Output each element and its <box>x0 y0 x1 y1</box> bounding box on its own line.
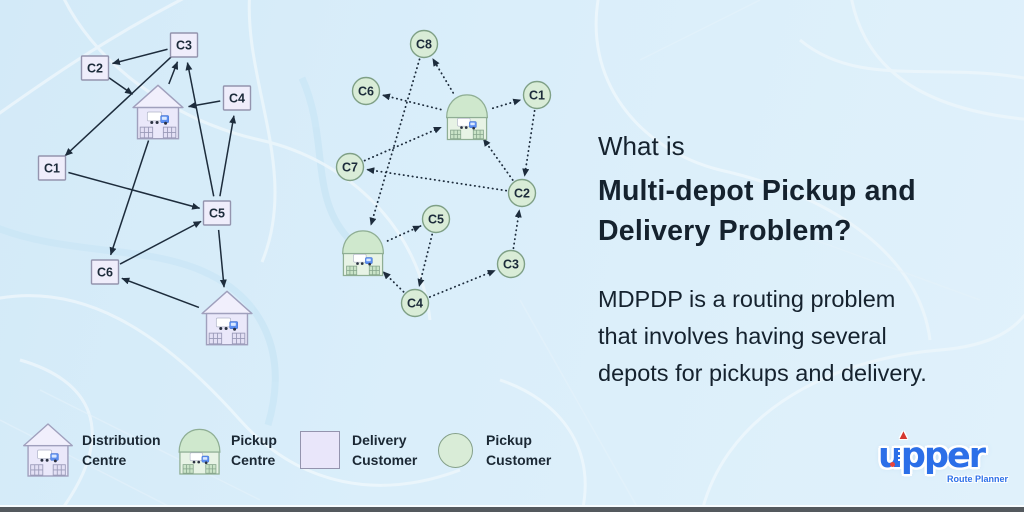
pickup-customer-node-C3 <box>496 249 526 279</box>
description-line: MDPDP is a routing problem <box>598 286 896 312</box>
legend-label-line: Pickup <box>231 432 277 448</box>
route-arrow-C1-C2 <box>522 109 536 178</box>
node-label-C6: C6 <box>358 85 374 99</box>
legend-item-pickup-customer: Pickup Customer <box>438 420 551 480</box>
legend-label-line: Customer <box>486 452 552 468</box>
node-label-C3: C3 <box>503 258 519 272</box>
route-arrow-C4-P2 <box>382 270 405 293</box>
node-label-C5: C5 <box>428 213 444 227</box>
upper-route-planner-logo[interactable]: ▲ upper Route Planner <box>878 427 1014 492</box>
node-label-C4: C4 <box>229 92 245 106</box>
route-arrow-C3-C2 <box>111 48 168 66</box>
route-arrow-C2-C7 <box>365 167 508 192</box>
legend-label: Pickup Customer <box>486 430 551 470</box>
node-label-C6: C6 <box>97 266 113 280</box>
route-arrow-C4-D1 <box>188 100 221 109</box>
legend-label-line: Distribution <box>82 432 161 448</box>
text-block: What is Multi-depot Pickup and Delivery … <box>598 130 1008 392</box>
navigation-arrow-icon: ▲ <box>897 427 910 442</box>
legend-label-line: Customer <box>352 452 418 468</box>
pickup-customer-node-C8 <box>409 29 439 59</box>
legend-label: Pickup Centre <box>231 430 277 470</box>
node-label-C8: C8 <box>416 38 432 52</box>
delivery-customer-node-C2 <box>80 55 110 81</box>
delivery-customer-node-C4 <box>222 85 252 111</box>
route-arrow-C5-D2 <box>217 229 227 288</box>
node-label-C2: C2 <box>514 187 530 201</box>
node-label-C1: C1 <box>529 89 545 103</box>
legend-label-line: Pickup <box>486 432 532 448</box>
legend-label: Distribution Centre <box>82 430 161 470</box>
pickup-centre-icon <box>176 425 223 476</box>
node-label-C7: C7 <box>342 161 358 175</box>
route-arrow-C4-C3 <box>428 269 497 298</box>
route-arrow-C6-C5 <box>119 220 202 265</box>
distribution-centre-icon <box>133 85 183 138</box>
logo-tagline: Route Planner <box>946 474 1008 484</box>
route-arrow-C1-C5 <box>68 171 201 210</box>
route-arrow-C2-P1 <box>482 137 514 181</box>
distribution-centre-icon <box>22 422 74 478</box>
delivery-customer-node-C5 <box>202 200 232 226</box>
node-label-C2: C2 <box>87 62 103 76</box>
route-arrow-P1-C6 <box>381 93 442 111</box>
pickup-customer-swatch <box>438 432 473 468</box>
route-arrow-C7-P1 <box>363 126 443 162</box>
route-arrow-P1-C1 <box>491 98 522 110</box>
node-label-C5: C5 <box>209 207 225 221</box>
route-arrow-P1-C8 <box>431 57 455 94</box>
route-arrow-P2-C5 <box>386 225 422 242</box>
pickup-customer-node-C1 <box>522 80 552 110</box>
route-arrow-C8-P2 <box>369 58 421 227</box>
legend-item-distribution-centre: Distribution Centre <box>22 420 161 480</box>
pickup-customer-node-C4 <box>400 288 430 318</box>
route-arrow-C5-C4 <box>417 233 434 288</box>
pickup-customer-node-C2 <box>507 178 537 208</box>
delivery-customer-node-C6 <box>90 259 120 285</box>
description-line: depots for pickups and delivery. <box>598 360 927 386</box>
route-start-dot-icon <box>890 462 895 467</box>
delivery-customer-node-C1 <box>37 155 67 181</box>
pickup-customer-node-C5 <box>421 204 451 234</box>
legend-label-line: Delivery <box>352 432 407 448</box>
pickup-customer-node-C6 <box>351 76 381 106</box>
node-label-C3: C3 <box>176 39 192 53</box>
route-arrow-C5-C4 <box>219 115 237 197</box>
dotted-route-icon <box>898 450 900 461</box>
route-arrow-C5-C3 <box>185 62 215 197</box>
heading-prefix: What is <box>598 131 685 161</box>
route-arrow-C3-C1 <box>64 56 173 157</box>
pickup-centre-icon <box>343 231 384 276</box>
description-line: that involves having several <box>598 323 887 349</box>
route-arrow-D2-C6 <box>121 277 200 309</box>
delivery-customer-node-C3 <box>169 32 199 58</box>
legend-label-line: Centre <box>231 452 276 468</box>
legend-label: Delivery Customer <box>352 430 417 470</box>
legend-item-pickup-centre: Pickup Centre <box>176 420 277 480</box>
delivery-customer-swatch <box>300 431 340 469</box>
heading-bold-line: Delivery Problem? <box>598 215 852 247</box>
node-label-C4: C4 <box>407 297 423 311</box>
route-arrow-C3-C2 <box>512 208 522 250</box>
route-arrow-C2-D1 <box>108 77 134 95</box>
logo-brand: upper <box>878 436 986 476</box>
description: MDPDP is a routing problem that involves… <box>598 281 1008 392</box>
route-arrow-D1-C6 <box>109 140 150 256</box>
node-label-C1: C1 <box>44 162 60 176</box>
bottom-border-bar <box>0 505 1024 512</box>
legend-label-line: Centre <box>82 452 127 468</box>
legend-item-delivery-customer: Delivery Customer <box>300 420 417 480</box>
heading-bold-line: Multi-depot Pickup and <box>598 175 916 207</box>
pickup-centre-icon <box>447 95 488 140</box>
pickup-customer-node-C7 <box>335 152 365 182</box>
route-arrow-D1-C3 <box>168 61 179 85</box>
